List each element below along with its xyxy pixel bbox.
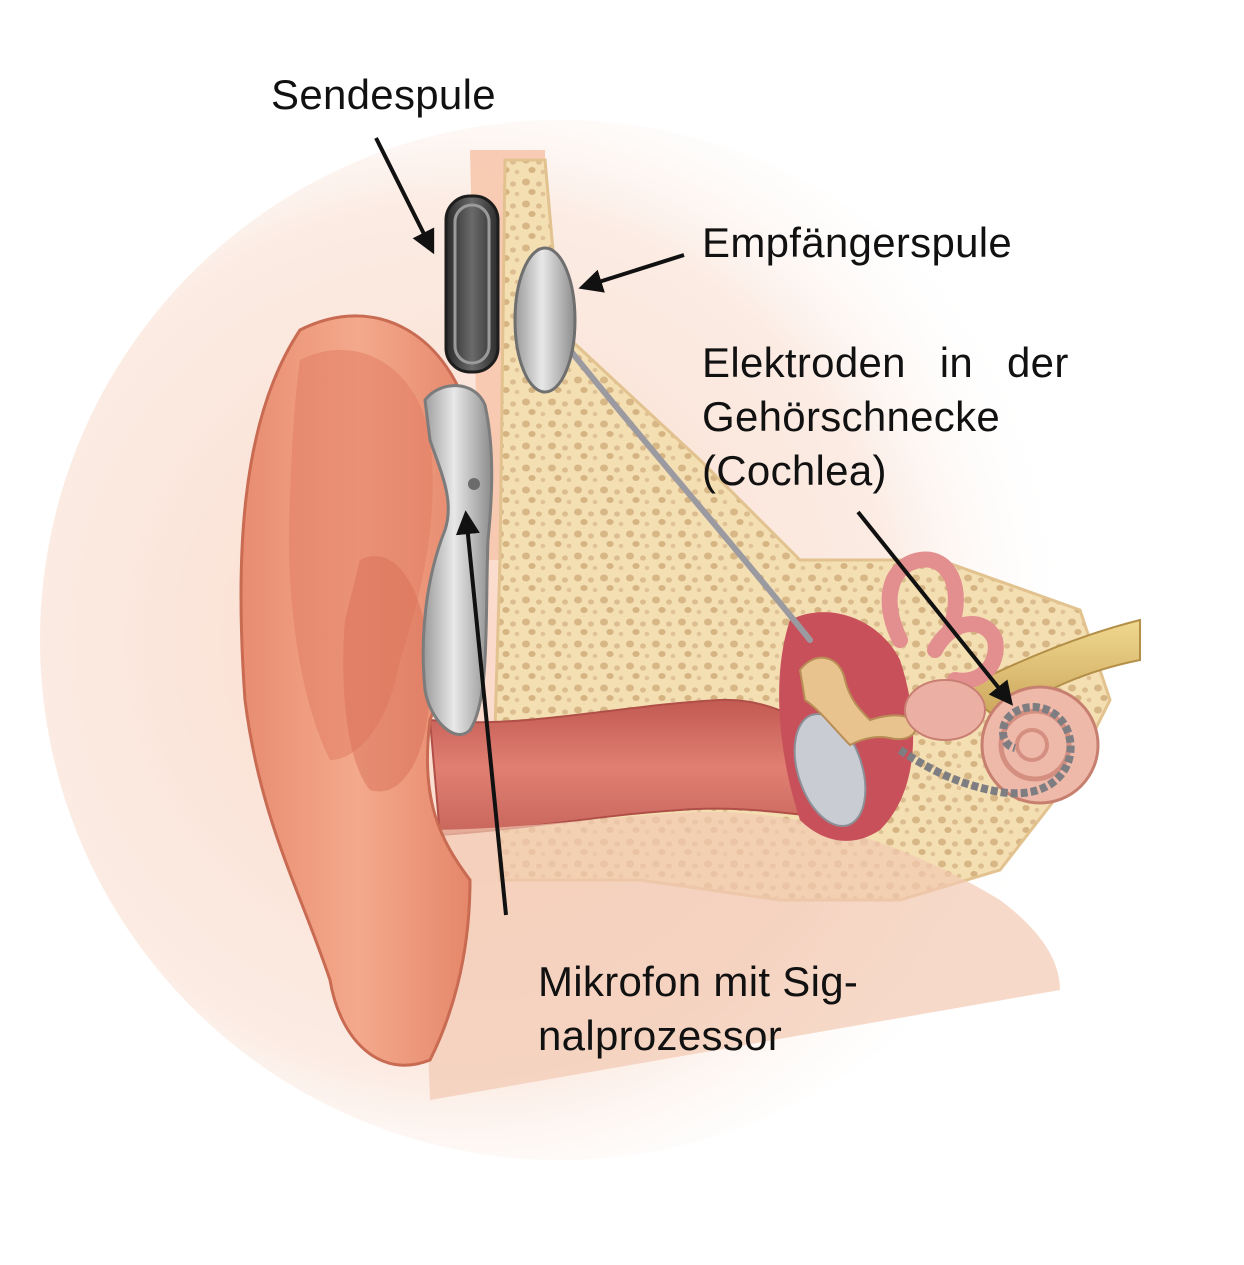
arrow-empfaengerspule	[578, 253, 685, 293]
arrow-elektroden	[856, 510, 1013, 706]
label-elektroden: Elektroden in der Gehörschnecke (Cochlea…	[702, 336, 1069, 498]
lower-skin	[420, 811, 1060, 1100]
speech-processor	[421, 384, 494, 736]
cochlea-turn-inner	[1015, 728, 1049, 762]
electrode-lead-wire	[567, 347, 813, 643]
label-empfaengerspule: Empfängerspule	[702, 216, 1012, 270]
receiver-coil	[513, 246, 577, 394]
label-mikrofon-line1: Mikrofon mit Sig-	[538, 958, 859, 1005]
label-elektroden-line1: Elektroden in der	[702, 339, 1069, 386]
transmitter-coil	[444, 194, 500, 374]
label-mikrofon: Mikrofon mit Sig- nalprozessor	[538, 955, 858, 1063]
microphone	[468, 478, 480, 490]
vestibule	[904, 679, 986, 741]
label-sendespule-text: Sendespule	[271, 71, 496, 118]
arrow-sendespule	[374, 137, 435, 255]
label-mikrofon-line2: nalprozessor	[538, 1012, 783, 1059]
electrode-array	[897, 703, 1075, 798]
label-elektroden-line3: (Cochlea)	[702, 447, 887, 494]
label-empfaengerspule-text: Empfängerspule	[702, 219, 1013, 266]
auricle-concha	[343, 556, 430, 792]
arrow-mikrofon	[455, 510, 508, 916]
label-sendespule: Sendespule	[271, 68, 496, 122]
label-elektroden-line2: Gehörschnecke	[702, 393, 1001, 440]
transmitter-coil-rim	[453, 203, 491, 365]
